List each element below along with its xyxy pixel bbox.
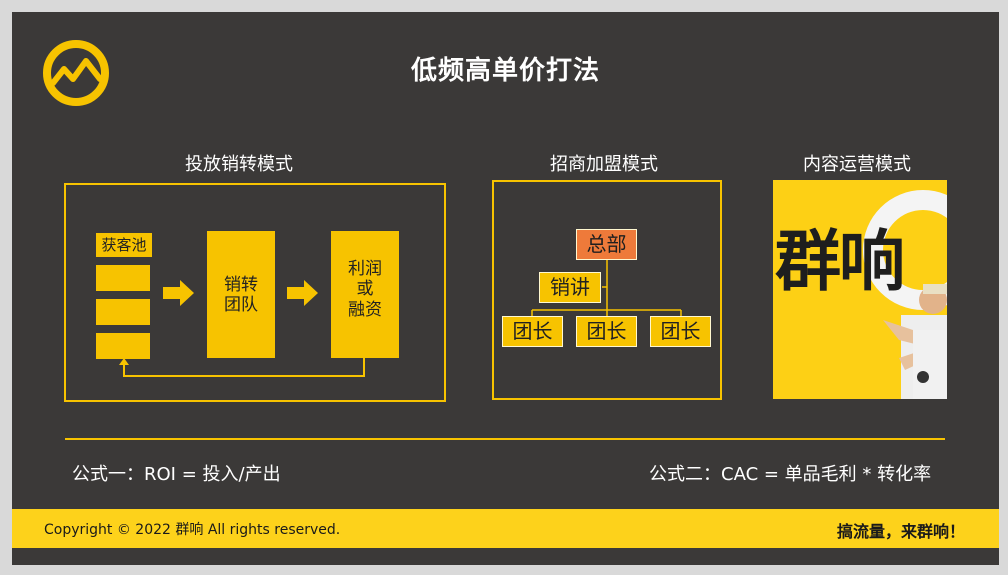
sales-team-box: 销转 团队 bbox=[207, 231, 275, 358]
org-connectors bbox=[494, 182, 720, 398]
pool-slot bbox=[96, 265, 150, 291]
sales-team-label-1: 销转 bbox=[207, 275, 275, 295]
franchise-panel: 总部 销讲 团长 团长 团长 bbox=[492, 180, 722, 400]
pool-slot bbox=[96, 299, 150, 325]
event-photo: 群响 bbox=[773, 180, 947, 399]
formula-one: 公式一：ROI = 投入/产出 bbox=[72, 460, 281, 486]
copyright-text: Copyright © 2022 群响 All rights reserved. bbox=[44, 519, 340, 539]
sales-team-label-2: 团队 bbox=[207, 295, 275, 315]
leader-box: 团长 bbox=[650, 316, 711, 347]
hq-box: 总部 bbox=[576, 229, 637, 260]
ads-section-title: 投放销转模式 bbox=[185, 150, 293, 176]
slide: 低频高单价打法 投放销转模式 获客池 销转 团队 利润 或 融资 招商加盟模式 bbox=[12, 12, 999, 565]
leader-box: 团长 bbox=[576, 316, 637, 347]
content-section-title: 内容运营模式 bbox=[803, 150, 911, 176]
leader-box: 团长 bbox=[502, 316, 563, 347]
ads-panel: 获客池 销转 团队 利润 或 融资 bbox=[64, 183, 446, 402]
slogan-text: 搞流量，来群响！ bbox=[837, 518, 965, 542]
arrow-right-icon bbox=[163, 280, 195, 306]
lecture-box: 销讲 bbox=[539, 272, 601, 303]
pool-label: 获客池 bbox=[96, 233, 152, 257]
franchise-section-title: 招商加盟模式 bbox=[550, 150, 658, 176]
profit-label-3: 融资 bbox=[331, 300, 399, 320]
photo-text: 群响 bbox=[775, 208, 903, 304]
profit-box: 利润 或 融资 bbox=[331, 231, 399, 358]
divider bbox=[65, 438, 945, 440]
loop-arrow-icon bbox=[116, 357, 368, 379]
pool-slot bbox=[96, 333, 150, 359]
profit-label-2: 或 bbox=[331, 279, 399, 299]
slide-title: 低频高单价打法 bbox=[12, 50, 999, 87]
arrow-right-icon bbox=[287, 280, 319, 306]
formula-two: 公式二：CAC = 单品毛利 * 转化率 bbox=[649, 460, 931, 486]
profit-label-1: 利润 bbox=[331, 259, 399, 279]
footer-bar: Copyright © 2022 群响 All rights reserved.… bbox=[12, 509, 999, 548]
